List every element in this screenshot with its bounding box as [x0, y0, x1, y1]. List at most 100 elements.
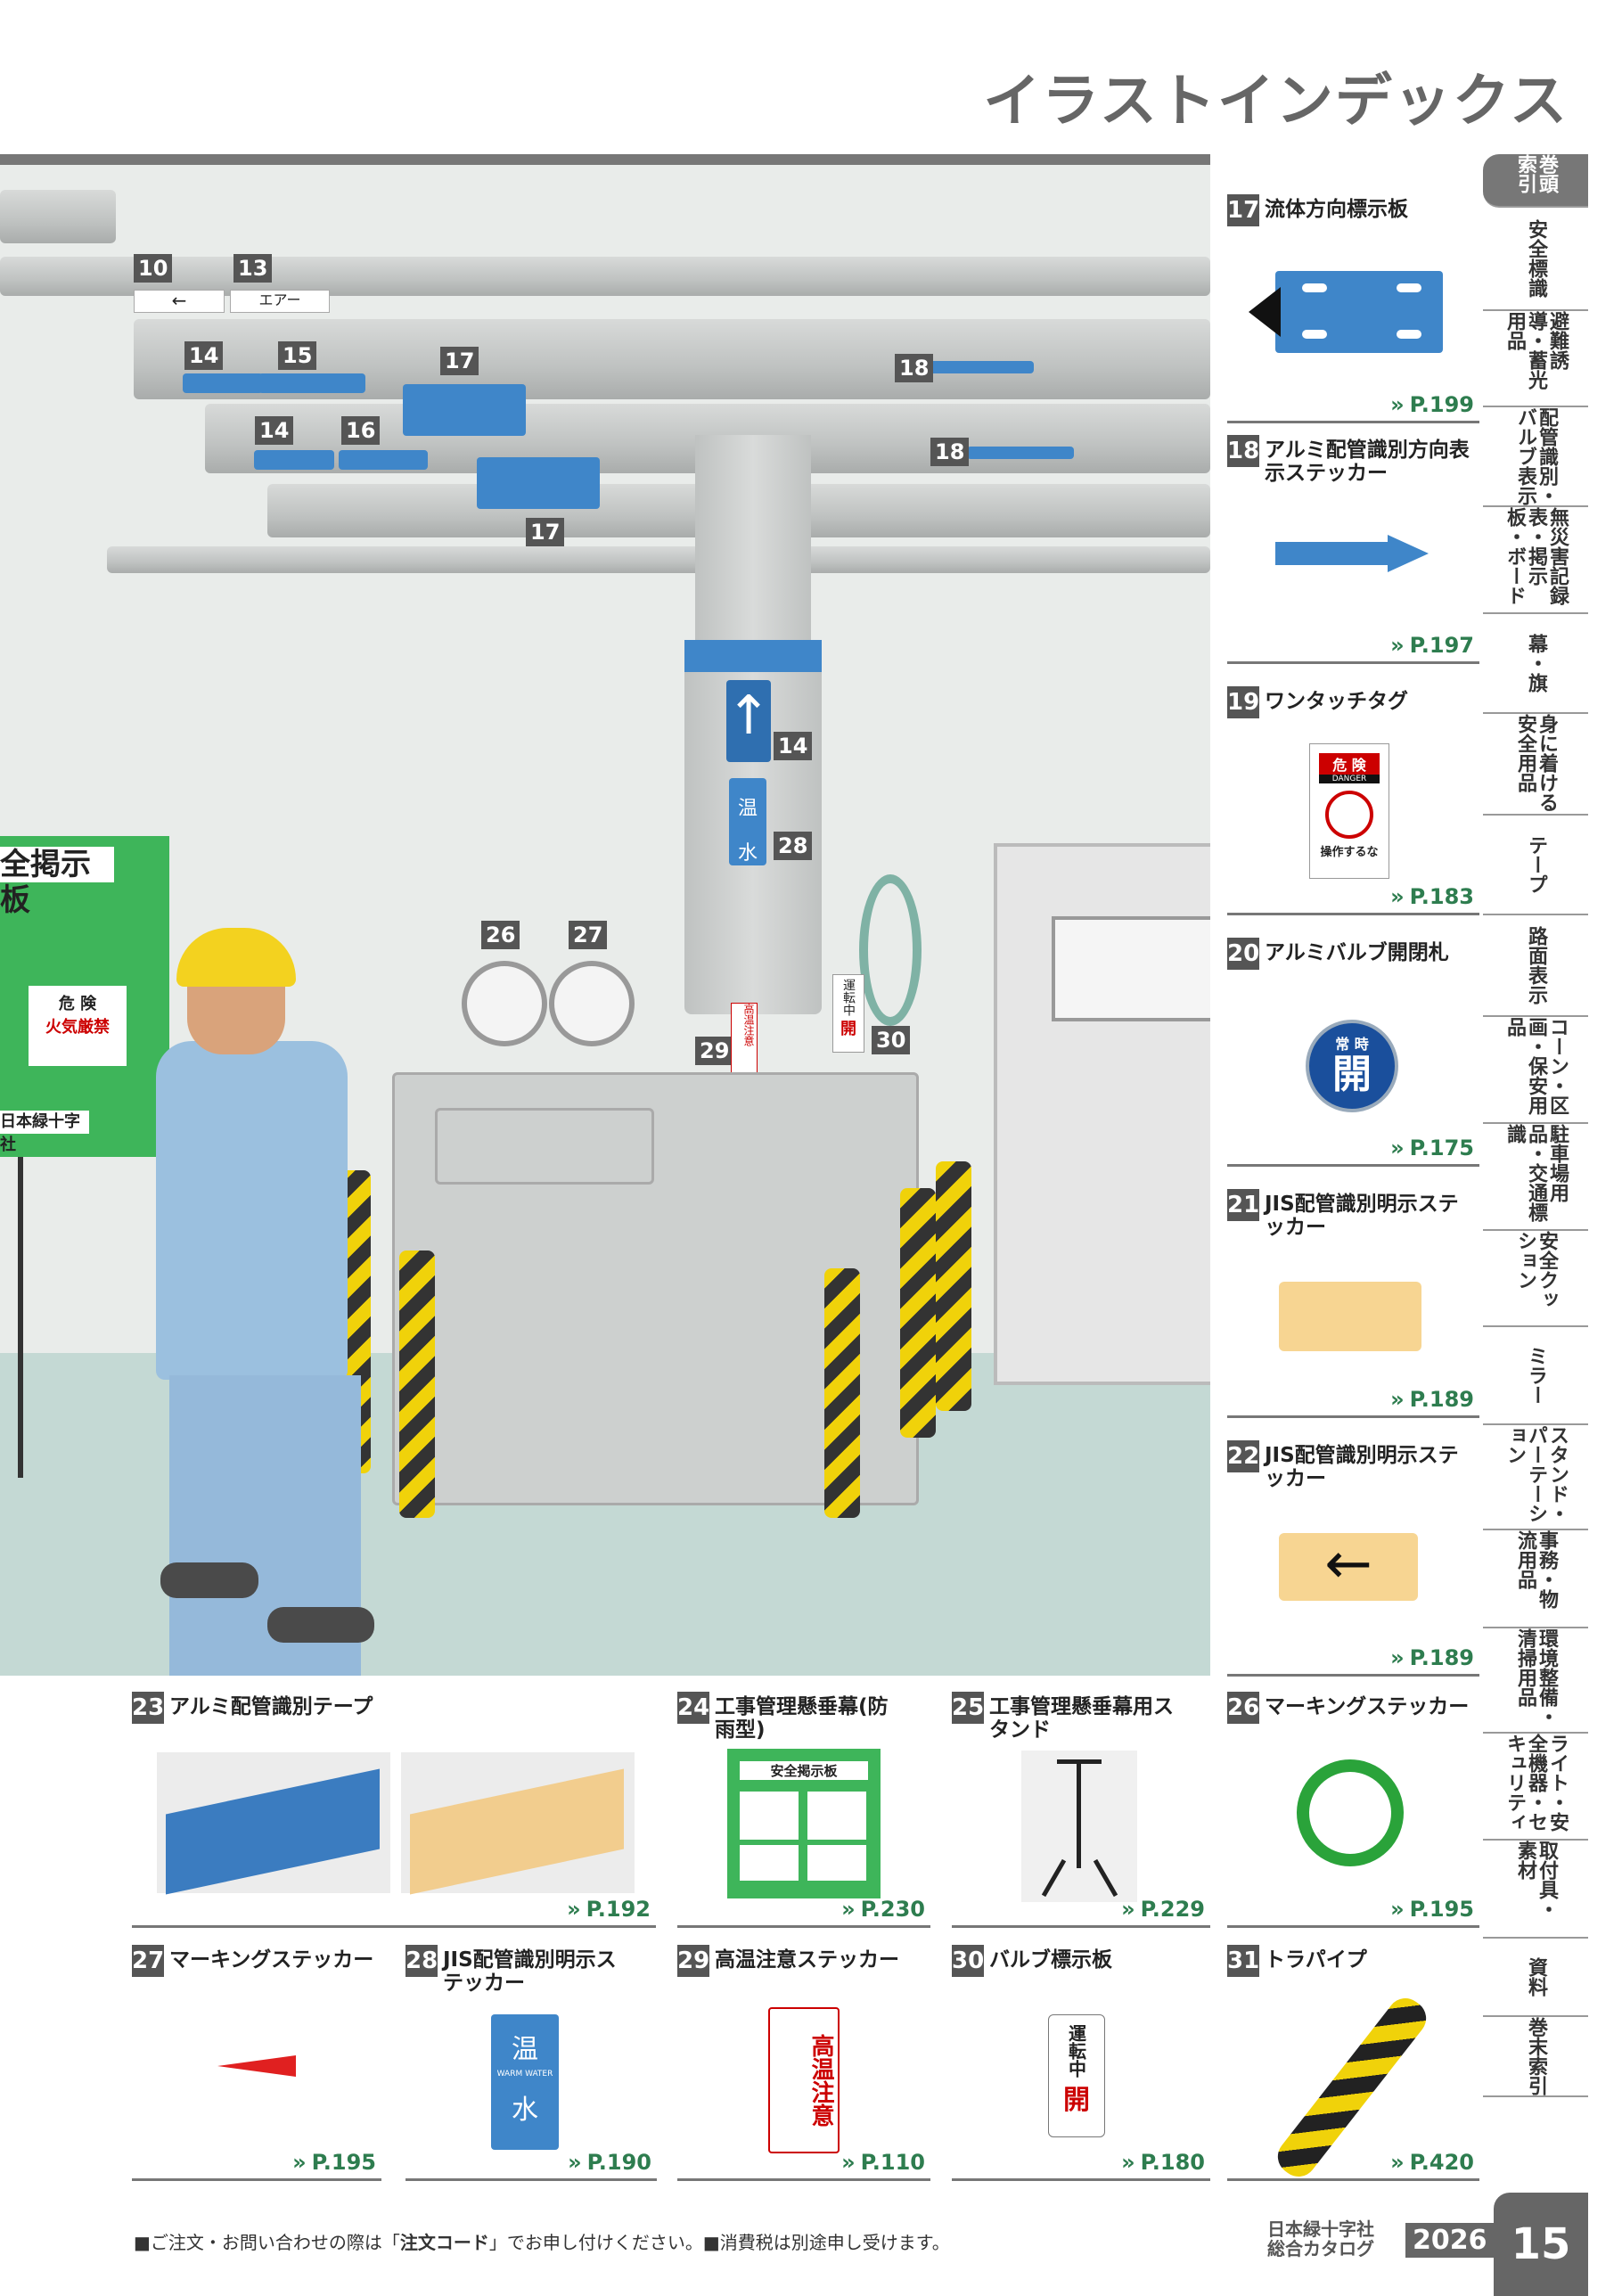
tag-open: 開: [1332, 1052, 1372, 1097]
valve-board-text: 運転中: [1065, 2024, 1087, 2078]
category-sidebar: 巻頭索引 安全標識 避難誘導・蓄光用品 配管識別・バルブ表示 無災害記録表・掲示…: [1483, 154, 1588, 2097]
sticker-text: 水: [512, 2095, 538, 2126]
tab-environment[interactable]: 環境整備・清掃用品: [1483, 1628, 1588, 1734]
tab-safety-signs[interactable]: 安全標識: [1483, 208, 1588, 311]
valve-tag-text: 運転中: [841, 979, 856, 1016]
page-link[interactable]: »P.195: [292, 2150, 376, 2175]
chevron-right-icon: »: [1390, 1387, 1404, 1412]
page-ref: P.175: [1409, 1136, 1474, 1160]
card-title: 工事管理懸垂幕(防雨型): [715, 1695, 889, 1742]
tab-banners[interactable]: 幕・旗: [1483, 614, 1588, 714]
tab-cones[interactable]: コーン・区画・保安用品: [1483, 1017, 1588, 1124]
tab-label: ミラー: [1525, 1346, 1547, 1405]
page-ref: P.199: [1409, 392, 1474, 417]
tab-record-boards[interactable]: 無災害記録表・掲示板・ボード: [1483, 507, 1588, 614]
page-link[interactable]: »P.190: [568, 2150, 651, 2175]
flow-direction-board: [477, 457, 600, 509]
board-fire-text: 火気厳禁: [45, 1018, 110, 1037]
tab-front-index[interactable]: 巻頭索引: [1483, 154, 1588, 208]
card-title: JIS配管識別明示ステッカー: [1265, 1193, 1459, 1239]
page-link[interactable]: »P.229: [1121, 1897, 1205, 1922]
tag-danger: 危 険: [1319, 753, 1380, 775]
page-ref: P.180: [1140, 2150, 1205, 2175]
scene-label: 18: [930, 438, 970, 466]
banner-image: 安全掲示板: [727, 1749, 881, 1898]
high-temp-image: 高温注意: [768, 2007, 840, 2153]
tab-fittings[interactable]: 取付具・素材: [1483, 1841, 1588, 1939]
high-temp-sticker: 高温注意: [731, 1003, 758, 1076]
valve-wheel: [859, 874, 922, 1026]
card-number: 30: [952, 1945, 984, 1977]
tab-label: 配管識別・バルブ表示: [1514, 407, 1558, 505]
board-title: 全掲示板: [0, 847, 114, 918]
scene-label: 28: [774, 832, 813, 860]
tab-reference[interactable]: 資料: [1483, 1939, 1588, 2017]
scene-label: 14: [255, 416, 294, 445]
scene-label: 27: [569, 921, 608, 949]
chevron-right-icon: »: [1390, 2150, 1404, 2175]
brand-line: 総合カタログ: [1267, 2238, 1374, 2259]
tora-pipe: [399, 1250, 435, 1518]
tab-label: 駐車場用品・交通標識: [1503, 1124, 1569, 1222]
board-fire-sign: 危 険 火気厳禁: [29, 986, 127, 1066]
tab-pipe-id[interactable]: 配管識別・バルブ表示: [1483, 407, 1588, 507]
tab-label: スタンド・パーテーション: [1503, 1425, 1569, 1523]
card-title: マーキングステッカー: [1265, 1695, 1470, 1718]
tag-image: 危 険 DANGER 操作するな: [1309, 743, 1389, 879]
tab-office[interactable]: 事務・物流用品: [1483, 1530, 1588, 1628]
scene-label: 15: [278, 341, 317, 370]
page-link[interactable]: »P.180: [1121, 2150, 1205, 2175]
tab-lights[interactable]: ライト・安全機器・セキュリティ: [1483, 1734, 1588, 1841]
card-title: 工事管理懸垂幕用スタンド: [989, 1695, 1174, 1742]
tab-parking[interactable]: 駐車場用品・交通標識: [1483, 1124, 1588, 1231]
card-number: 24: [677, 1692, 709, 1724]
page-link[interactable]: »P.189: [1390, 1645, 1474, 1670]
page-ref: P.230: [860, 1897, 925, 1922]
footer-note: ■ご注文・お問い合わせの際は「注文コード」でお申し付けください。■消費税は別途申…: [134, 2228, 950, 2254]
page-link[interactable]: »P.230: [841, 1897, 925, 1922]
page-link[interactable]: »P.199: [1390, 392, 1474, 417]
card-title: JIS配管識別明示ステッカー: [1265, 1444, 1459, 1490]
page-link[interactable]: »P.197: [1390, 633, 1474, 658]
scene-top-bar: [0, 154, 1210, 165]
tab-mirror[interactable]: ミラー: [1483, 1327, 1588, 1425]
tab-tape[interactable]: テープ: [1483, 816, 1588, 915]
chevron-right-icon: »: [1390, 1897, 1404, 1922]
page-link[interactable]: »P.189: [1390, 1387, 1474, 1412]
page-link[interactable]: »P.175: [1390, 1136, 1474, 1160]
tab-back-index[interactable]: 巻末索引: [1483, 2017, 1588, 2097]
page-link[interactable]: »P.183: [1390, 884, 1474, 909]
tab-cushion[interactable]: 安全クッション: [1483, 1231, 1588, 1327]
tab-road-marking[interactable]: 路面表示: [1483, 915, 1588, 1017]
page-link[interactable]: »P.195: [1390, 1897, 1474, 1922]
page-link[interactable]: »P.110: [841, 2150, 925, 2175]
tab-label: 巻末索引: [1525, 2017, 1547, 2095]
scene-label: 14: [184, 341, 224, 370]
card-number: 17: [1227, 194, 1259, 226]
scene-label: 17: [440, 347, 479, 375]
tab-stand[interactable]: スタンド・パーテーション: [1483, 1425, 1588, 1530]
page-link[interactable]: »P.192: [567, 1897, 651, 1922]
tab-label: 幕・旗: [1525, 634, 1547, 693]
tab-label: コーン・区画・保安用品: [1503, 1017, 1569, 1115]
page-link[interactable]: »P.420: [1390, 2150, 1474, 2175]
chevron-right-icon: »: [1390, 1136, 1404, 1160]
tab-wearables[interactable]: 身に着ける安全用品: [1483, 714, 1588, 816]
tag-text: 操作するな: [1320, 846, 1379, 859]
tab-evacuation[interactable]: 避難誘導・蓄光用品: [1483, 311, 1588, 407]
